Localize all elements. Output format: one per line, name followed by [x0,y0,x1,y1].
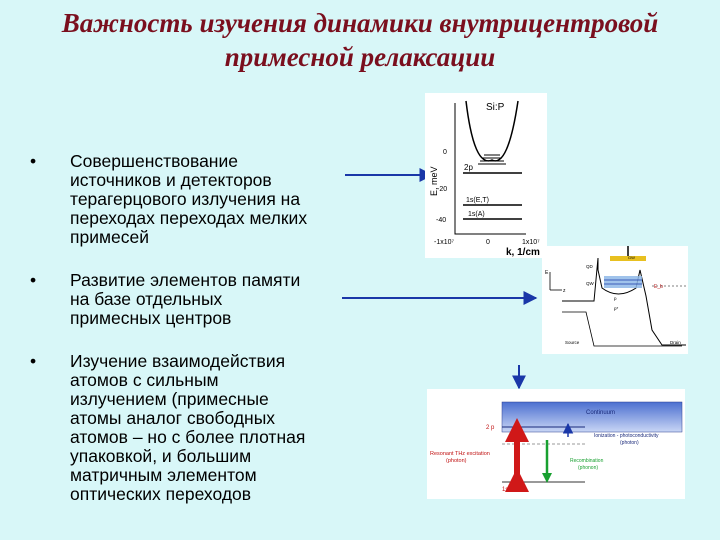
fig2-label: E [545,270,549,276]
fig3-ionization-label: Ionization - photoconductivity [594,433,659,439]
bullet-line: Развитие элементов памяти [70,270,301,290]
fig1-y-tick: -20 [437,186,447,193]
fig1-x-tick: 0 [486,239,490,246]
figure-excitation-diagram: Continuum 2 p 1s Resonant THz excitation… [427,389,685,499]
fig2-dot-region [604,276,642,288]
bullet-line: Изучение взаимодействия [70,351,286,371]
fig3-level-1s-label: 1s [502,487,508,493]
fig3-excitation-label: Resonant THz excitation [430,451,490,457]
fig2-label: p [614,296,617,301]
bullet-line: на базе отдельных [70,289,223,309]
fig1-y-label: E, meV [429,166,439,196]
fig1-frame [454,103,526,235]
bullet-line: упаковкой, и большим [70,446,252,466]
bullet-line: примесных центров [70,308,232,328]
title-line-2: примесной релаксации [224,42,496,72]
fig3-recombination-label: Recombination [570,458,604,464]
fig3-excitation-sub: (photon) [446,458,467,464]
fig1-level-label: 1s(E,T) [466,197,489,204]
bullet-line: примесей [70,227,150,247]
bullet-line: атомов с сильным [70,370,219,390]
bullet-marker: • [30,151,37,171]
bullet-line: терагерцового излучения на [70,189,301,209]
fig3-ionization-sub: (photon) [620,440,639,446]
bullet-line: Совершенствование [70,151,238,171]
bullet-line: оптических переходов [70,484,252,504]
figure-memory-diagram: E z QD QW GW E_b p* p Source Drain [542,246,688,354]
fig1-level-label: 2p [464,163,473,172]
figure-band-diagram: Si:P 2p 1s(E,T) 1s(A) 0 -20 -40 E, meV -… [425,93,547,258]
fig2-label: E_b [654,284,663,290]
bullet-line: матричным элементом [70,465,257,485]
fig1-x-tick: 1x10⁷ [522,239,540,246]
bullet-line: источников и детекторов [70,170,272,190]
bullet-marker: • [30,270,37,290]
fig3-recombination-sub: (phonon) [578,465,598,471]
bullet-line: излучением (примесные [70,389,269,409]
fig1-parabola [465,100,519,162]
fig1-y-tick: -40 [436,217,446,224]
bullet-line: атомов – но с более плотная [70,427,306,447]
slide-title: Важность изучения динамики внутрицентров… [0,6,720,74]
fig2-label: QW [586,281,595,286]
bullet-line: атомы аналог свободных [70,408,276,428]
fig1-level-label: 1s(A) [468,211,485,218]
fig1-x-label: k, 1/cm [506,247,540,258]
fig3-continuum-label: Continuum [586,410,615,416]
bullet-line: переходах переходах мелких [70,208,308,228]
fig3-level-2p-label: 2 p [486,425,495,431]
fig2-label: GW [628,255,635,260]
fig2-label: p* [614,306,619,311]
fig1-y-tick: 0 [443,149,447,156]
fig2-lower-band [562,311,682,347]
bullet-marker: • [30,351,37,371]
title-line-1: Важность изучения динамики внутрицентров… [61,8,659,38]
fig1-x-tick: -1x10⁷ [434,239,455,246]
fig2-label: Source [565,340,580,345]
fig2-label: QD [586,264,594,269]
fig2-band-profile [562,257,686,346]
fig1-title: Si:P [486,102,505,113]
fig2-gate [610,256,646,261]
fig1-background [425,93,547,258]
fig2-label: z [563,288,566,294]
fig2-label: Drain [670,340,681,345]
fig2-background [542,246,688,354]
